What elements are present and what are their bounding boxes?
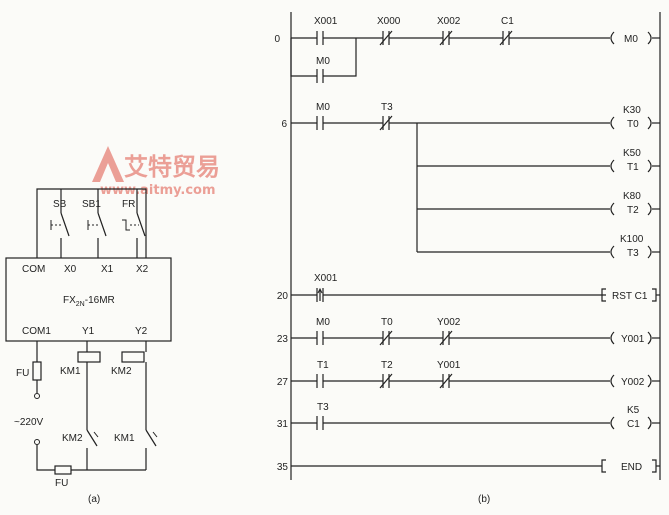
rung23-contact-2: T0 — [381, 317, 393, 328]
rung0-contact-2: X000 — [377, 16, 401, 27]
timer-t0-label: T0 — [627, 119, 639, 130]
fuse-top — [32, 361, 42, 381]
panel-b: 0 X001 X000 X002 C1 M0 M0 6 M0 T3 — [274, 12, 661, 505]
interlock-km1-label: KM1 — [114, 433, 135, 444]
panel-a: SB SB1 FR COM X0 X1 X2 FX2N-16MR COM1 Y1… — [5, 188, 172, 505]
coil-km1-label: KM1 — [60, 366, 81, 377]
rung20-output: RST C1 — [612, 291, 648, 302]
plc-box — [5, 257, 172, 342]
rung31-output: C1 — [627, 419, 640, 430]
rung23-output: Y001 — [621, 334, 645, 345]
rung27-contact-3: Y001 — [437, 360, 461, 371]
rung0-contact-1: X001 — [314, 16, 338, 27]
fuse-bottom-label: FU — [55, 478, 68, 489]
step-23: 23 — [277, 334, 289, 345]
step-0: 0 — [274, 34, 280, 45]
rung23-contact-1: M0 — [316, 317, 330, 328]
rung20-contact-1: X001 — [314, 273, 338, 284]
supply-label: ~220V — [14, 417, 44, 428]
rung0-output: M0 — [624, 34, 638, 45]
step-20: 20 — [277, 291, 289, 302]
plc-output-y1: Y1 — [82, 326, 95, 337]
plc-input-x0: X0 — [64, 264, 77, 275]
step-27: 27 — [277, 377, 289, 388]
timer-t2-value: K80 — [623, 191, 641, 202]
rung0-contact-4: C1 — [501, 16, 514, 27]
plc-input-com: COM — [22, 264, 45, 275]
rung27-output: Y002 — [621, 377, 645, 388]
rung6-contact-1: M0 — [316, 102, 330, 113]
interlock-km2-label: KM2 — [62, 433, 83, 444]
step-31: 31 — [277, 419, 289, 430]
watermark-logo-icon — [92, 146, 124, 182]
coil-km2-label: KM2 — [111, 366, 132, 377]
switch-sb1-label: SB1 — [82, 199, 101, 210]
timer-t0-value: K30 — [623, 105, 641, 116]
step-35: 35 — [277, 462, 289, 473]
timer-t3-label: T3 — [627, 248, 639, 259]
rung31-contact-1: T3 — [317, 402, 329, 413]
plc-input-x1: X1 — [101, 264, 114, 275]
timer-t3-value: K100 — [620, 234, 644, 245]
rung27-contact-1: T1 — [317, 360, 329, 371]
counter-c1-value: K5 — [627, 405, 640, 416]
plc-output-y2: Y2 — [135, 326, 148, 337]
switch-sb-label: SB — [53, 199, 67, 210]
watermark-brand: 艾特贸易 — [124, 153, 220, 181]
plc-output-com1: COM1 — [22, 326, 51, 337]
plc-input-x2: X2 — [136, 264, 149, 275]
watermark: 艾特贸易 www.aitmy.com — [92, 146, 220, 198]
timer-t1-value: K50 — [623, 148, 641, 159]
rung6-contact-2: T3 — [381, 102, 393, 113]
fuse-top-label: FU — [16, 368, 29, 379]
fuse-bottom — [54, 465, 72, 475]
timer-t2-label: T2 — [627, 205, 639, 216]
caption-b: (b) — [478, 494, 490, 505]
rung23-contact-3: Y002 — [437, 317, 461, 328]
rung0-parallel-contact: M0 — [316, 56, 330, 67]
coil-km1 — [77, 351, 101, 363]
plc-model: FX2N-16MR — [63, 295, 115, 308]
rung35-output: END — [621, 462, 642, 473]
caption-a: (a) — [88, 494, 100, 505]
coil-km2 — [121, 351, 145, 363]
rung27-contact-2: T2 — [381, 360, 393, 371]
timer-t1-label: T1 — [627, 162, 639, 173]
switch-fr-label: FR — [122, 199, 135, 210]
step-6: 6 — [281, 119, 287, 130]
watermark-url: www.aitmy.com — [100, 183, 216, 198]
rung0-contact-3: X002 — [437, 16, 461, 27]
